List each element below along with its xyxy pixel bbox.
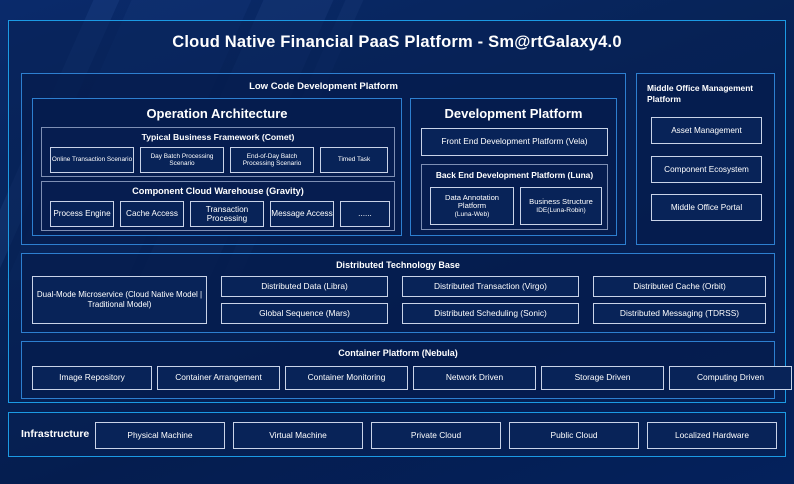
development-platform-panel[interactable]: Development Platform Front End Developme… [410,98,617,236]
container-platform-title: Container Platform (Nebula) [338,348,458,358]
container-item-container-monitoring[interactable]: Container Monitoring [285,366,408,390]
dtb-item-distributed-messaging-tdrss[interactable]: Distributed Messaging (TDRSS) [593,303,766,324]
operation-architecture-title: Operation Architecture [146,106,288,121]
comet-item-day-batch-processing-scenario[interactable]: Day Batch Processing Scenario [140,147,224,173]
gravity-item-cache-access[interactable]: Cache Access [120,201,184,227]
luna-robin-note: IDE(Luna-Robin) [536,206,586,214]
middle-office-item-middle-office-portal[interactable]: Middle Office Portal [651,194,762,221]
business-structure-ide-luna-robin[interactable]: Business Structure IDE(Luna-Robin) [520,187,602,225]
middle-office-title: Middle Office Management Platform [647,83,754,105]
infrastructure-label: Infrastructure [21,428,90,440]
container-platform-panel[interactable]: Container Platform (Nebula) Image Reposi… [21,341,792,399]
dtb-item-global-sequence-mars[interactable]: Global Sequence (Mars) [221,303,388,324]
component-cloud-warehouse-gravity-group[interactable]: Component Cloud Warehouse (Gravity) Proc… [41,181,395,231]
dtb-item-distributed-cache-orbit[interactable]: Distributed Cache (Orbit) [593,276,766,297]
luna-robin-name: Business Structure [529,197,593,207]
dual-mode-microservice-chip[interactable]: Dual-Mode Microservice (Cloud Native Mod… [32,276,207,324]
distributed-technology-base-title: Distributed Technology Base [336,260,460,270]
comet-item-timed-task[interactable]: Timed Task [320,147,388,173]
development-platform-title: Development Platform [444,106,583,121]
middle-office-item-asset-management[interactable]: Asset Management [651,117,762,144]
platform-outer-frame: Cloud Native Financial PaaS Platform - S… [8,20,792,403]
middle-office-management-platform-panel[interactable]: Middle Office Management Platform Asset … [636,73,775,245]
back-end-development-platform-luna-group[interactable]: Back End Development Platform (Luna) Dat… [421,164,608,230]
comet-item-online-transaction-scenario[interactable]: Online Transaction Scenario [50,147,134,173]
dtb-item-distributed-scheduling-sonic[interactable]: Distributed Scheduling (Sonic) [402,303,579,324]
container-item-storage-driven[interactable]: Storage Driven [541,366,664,390]
comet-item-end-of-day-batch-processing-scenario[interactable]: End-of-Day Batch Processing Scenario [230,147,314,173]
luna-web-note: (Luna-Web) [454,210,490,218]
infrastructure-item-localized-hardware[interactable]: Localized Hardware [647,422,777,449]
comet-group-title: Typical Business Framework (Comet) [141,132,295,142]
gravity-item-transaction-processing[interactable]: Transaction Processing [190,201,264,227]
gravity-group-title: Component Cloud Warehouse (Gravity) [132,186,304,196]
data-annotation-platform-luna-web[interactable]: Data Annotation Platform (Luna-Web) [430,187,514,225]
infrastructure-item-virtual-machine[interactable]: Virtual Machine [233,422,363,449]
container-item-container-arrangement[interactable]: Container Arrangement [157,366,280,390]
low-code-platform-title: Low Code Development Platform [249,81,398,92]
page-title: Cloud Native Financial PaaS Platform - S… [172,33,622,51]
gravity-item-more[interactable]: ...... [340,201,390,227]
infrastructure-item-public-cloud[interactable]: Public Cloud [509,422,639,449]
infrastructure-item-physical-machine[interactable]: Physical Machine [95,422,225,449]
container-item-network-driven[interactable]: Network Driven [413,366,536,390]
container-item-computing-driven[interactable]: Computing Driven [669,366,792,390]
gravity-item-process-engine[interactable]: Process Engine [50,201,114,227]
container-item-image-repository[interactable]: Image Repository [32,366,152,390]
gravity-item-message-access[interactable]: Message Access [270,201,334,227]
front-end-development-platform-vela[interactable]: Front End Development Platform (Vela) [421,128,608,156]
typical-business-framework-comet-group[interactable]: Typical Business Framework (Comet) Onlin… [41,127,395,177]
infrastructure-frame: Infrastructure Physical Machine Virtual … [8,412,786,457]
low-code-development-platform-panel[interactable]: Low Code Development Platform Operation … [21,73,626,245]
middle-office-item-component-ecosystem[interactable]: Component Ecosystem [651,156,762,183]
distributed-technology-base-panel[interactable]: Distributed Technology Base Dual-Mode Mi… [21,253,775,333]
luna-web-name: Data Annotation Platform [444,192,500,211]
dtb-item-distributed-transaction-virgo[interactable]: Distributed Transaction (Virgo) [402,276,579,297]
infrastructure-item-private-cloud[interactable]: Private Cloud [371,422,501,449]
luna-group-title: Back End Development Platform (Luna) [435,170,594,180]
dtb-item-distributed-data-libra[interactable]: Distributed Data (Libra) [221,276,388,297]
operation-architecture-panel[interactable]: Operation Architecture Typical Business … [32,98,402,236]
